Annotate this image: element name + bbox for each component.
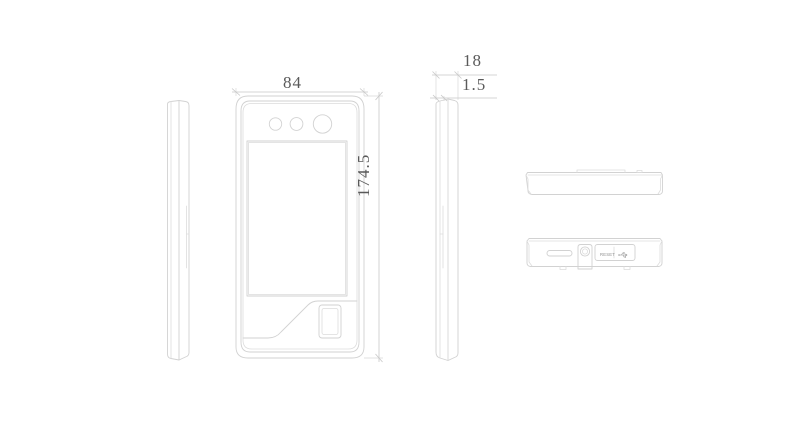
fingerprint-reader [318, 304, 342, 339]
reset-usb-plate [594, 244, 636, 261]
reset-port-label: RESET [600, 252, 615, 257]
large-camera-lens [312, 114, 333, 134]
small-sensor-lens-1 [268, 117, 283, 131]
view-right-side [435, 98, 459, 361]
dimension-bezel-thickness-label: 1.5 [462, 75, 487, 94]
tamper-screw [579, 246, 591, 257]
small-sensor-lens-2 [289, 117, 304, 131]
lcd-inner-edge [248, 142, 346, 295]
view-front [235, 95, 365, 359]
tamper-screw-housing [577, 244, 593, 270]
dimension-height-label: 174.5 [354, 153, 373, 197]
dimension-bezel-thickness [430, 94, 497, 102]
tamper-screw-inner [582, 248, 589, 255]
dimension-depth-label: 18 [463, 51, 482, 70]
dimension-height [364, 91, 383, 363]
sd-card-slot [546, 250, 573, 257]
dimension-width-label: 84 [283, 73, 302, 92]
lcd-touchscreen [246, 140, 348, 297]
dimension-width [231, 88, 369, 96]
view-top [525, 169, 663, 195]
view-bottom [526, 238, 663, 270]
view-left-side [167, 100, 190, 361]
usb-port-icon [618, 252, 628, 258]
fingerprint-reader-inner [321, 308, 339, 335]
dimension-depth [432, 71, 497, 100]
